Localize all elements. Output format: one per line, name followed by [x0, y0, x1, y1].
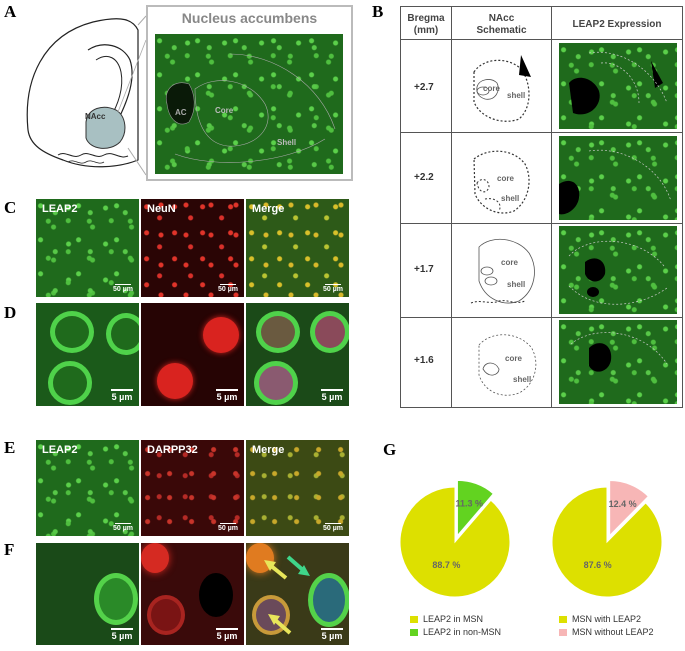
scale-bar: 50 µm — [323, 284, 343, 293]
scale-bar: 5 µm — [111, 628, 133, 641]
legend-item-leap2-in-non-msn: LEAP2 in non-MSN — [410, 627, 501, 637]
pie-1-slice-1 — [399, 486, 511, 598]
pie-charts: 88.7 % 11.3 % 87.6 % 12.4 % — [399, 479, 663, 598]
channel-label-merge: Merge — [252, 444, 285, 456]
leap2-neun-cell-merge: 5 µm — [246, 303, 349, 406]
header-bregma: Bregma (mm) — [407, 13, 445, 36]
scale-bar: 50 µm — [113, 284, 133, 293]
expression-row-4 — [559, 320, 677, 404]
legend-item-msn-with-leap2: MSN with LEAP2 — [559, 614, 641, 624]
pie-1-label-1: 88.7 % — [432, 560, 460, 570]
bregma-row-3: +1.7 — [414, 264, 434, 275]
pie-2-slice-1 — [551, 486, 663, 598]
shell-label: Shell — [277, 138, 297, 147]
panel-label-b: B — [372, 2, 384, 21]
schematic-row-3 — [470, 239, 535, 304]
bregma-row-1: +2.7 — [414, 82, 434, 93]
nacc-zoom-frame: Nucleus accumbens AC Core Shell — [146, 5, 353, 181]
panel-label-c: C — [4, 198, 17, 217]
shell-label-row-4: shell — [513, 375, 532, 384]
core-label-row-1: core — [483, 84, 500, 93]
legend-item-leap2-in-msn: LEAP2 in MSN — [410, 614, 483, 624]
legend-item-msn-without-leap2: MSN without LEAP2 — [559, 627, 654, 637]
schematic-row-1 — [473, 55, 531, 122]
channel-label-leap2: LEAP2 — [42, 203, 78, 215]
pie-2-slice-2 — [609, 480, 650, 537]
core-label-row-3: core — [501, 258, 518, 267]
scale-bar: 5 µm — [321, 389, 343, 402]
header-schematic: NAcc Schematic — [476, 13, 527, 36]
nacc-label: NAcc — [85, 112, 106, 121]
darpp32-msn-red: 5 µm — [141, 543, 244, 645]
leap2-neun-merge: Merge 50 µm — [246, 199, 349, 297]
panel-label-d: D — [4, 303, 17, 322]
brain-atlas-diagram — [26, 15, 147, 176]
scale-bar: 50 µm — [218, 284, 238, 293]
channel-label-neun: NeuN — [147, 203, 176, 215]
neun-red: NeuN 50 µm — [141, 199, 244, 297]
scale-bar: 5 µm — [321, 628, 343, 641]
schematic-row-4 — [478, 334, 537, 396]
pie-2-label-1: 87.6 % — [584, 560, 612, 570]
panel-label-g: G — [383, 440, 397, 459]
schematic-row-2 — [473, 150, 530, 214]
core-label: Core — [215, 106, 234, 115]
expression-row-1 — [559, 43, 677, 129]
header-expression: LEAP2 Expression — [572, 19, 662, 30]
pie-2-label-2: 12.4 % — [609, 499, 637, 509]
core-label-row-4: core — [505, 354, 522, 363]
scale-bar: 5 µm — [216, 628, 238, 641]
scale-bar: 50 µm — [113, 523, 133, 532]
leap2-darpp32-green: LEAP2 50 µm — [36, 440, 139, 536]
leap2-neun-green: LEAP2 50 µm — [36, 199, 139, 297]
panel-label-f: F — [4, 540, 15, 559]
bregma-row-4: +1.6 — [414, 355, 434, 366]
leap2-msn-green: 5 µm — [36, 543, 139, 645]
scale-bar: 50 µm — [218, 523, 238, 532]
channel-label-merge: Merge — [252, 203, 285, 215]
pie-1-label-2: 11.3 % — [456, 498, 484, 508]
scale-bar: 50 µm — [323, 523, 343, 532]
channel-label-darpp32: DARPP32 — [147, 444, 198, 456]
ac-label: AC — [175, 108, 187, 117]
channel-label-leap2: LEAP2 — [42, 444, 78, 456]
shell-label-row-2: shell — [501, 194, 520, 203]
bregma-row-2: +2.2 — [414, 172, 434, 183]
darpp32-red: DARPP32 50 µm — [141, 440, 244, 536]
expression-row-2 — [559, 136, 677, 220]
neun-cell-red: 5 µm — [141, 303, 244, 406]
core-label-row-2: core — [497, 174, 514, 183]
bregma-table: Bregma (mm) NAcc Schematic LEAP2 Express… — [400, 6, 683, 408]
scale-bar: 5 µm — [111, 389, 133, 402]
scale-bar: 5 µm — [216, 389, 238, 402]
shell-label-row-1: shell — [507, 91, 526, 100]
leap2-cell-green: 5 µm — [36, 303, 139, 406]
expression-row-3 — [559, 226, 677, 314]
shell-label-row-3: shell — [507, 280, 526, 289]
leap2-darpp32-msn-merge: 5 µm — [246, 543, 349, 645]
panel-label-a: A — [4, 2, 17, 21]
pie-1-slice-2 — [456, 479, 494, 537]
leap2-darpp32-merge: Merge 50 µm — [246, 440, 349, 536]
panel-label-e: E — [4, 438, 16, 457]
nacc-title: Nucleus accumbens — [181, 10, 318, 26]
nacc-micrograph: AC Core Shell — [155, 34, 343, 174]
